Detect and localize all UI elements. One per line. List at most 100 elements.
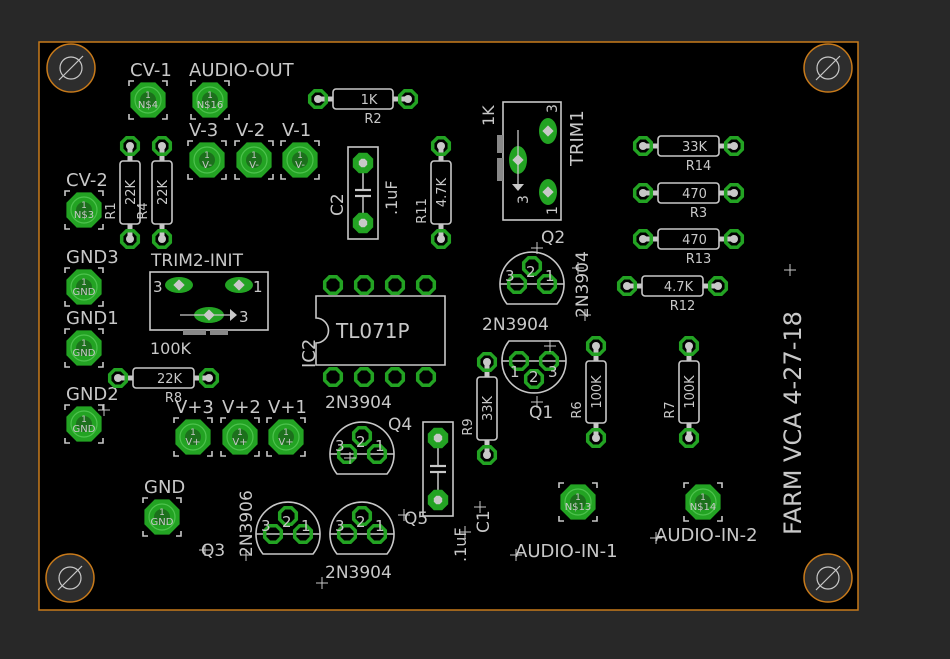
svg-text:3: 3 [335, 517, 345, 535]
pad [307, 88, 329, 110]
mount-hole-tr [803, 43, 853, 93]
origin-cross-icon [510, 549, 522, 561]
resistor-value: 4.7K [435, 177, 450, 207]
connector-net-label: GND [151, 517, 174, 528]
diameter-icon [58, 566, 82, 590]
trim2-pin-b-label: 1 [253, 278, 263, 296]
svg-text:3: 3 [335, 437, 345, 455]
resistor-ref: R4 [136, 202, 151, 219]
resistor-body [641, 275, 704, 297]
trim1-potentiometer[interactable]: 3 3 1 TRIM1 1K [479, 101, 588, 221]
capacitor-c2[interactable]: C2.1uF [328, 146, 401, 240]
resistor-r4[interactable]: 22K R4 [136, 135, 173, 250]
connector-pin-number: 1 [700, 493, 706, 503]
connector-label: CV-1 [130, 60, 172, 81]
resistor-value: 22K [156, 179, 171, 205]
connector-vp1[interactable]: 1V+V+1 [266, 397, 307, 457]
pad [632, 135, 654, 157]
origin-cross-icon [98, 404, 110, 416]
svg-text:2: 2 [356, 433, 366, 451]
connector-pin-number: 1 [159, 508, 165, 518]
connector-v3[interactable]: 1V-V-3 [187, 120, 227, 180]
ic-body-outline [315, 295, 446, 366]
ic-pin [384, 274, 406, 296]
pad [198, 367, 220, 389]
resistor-body [585, 360, 607, 424]
connector-label: V-3 [189, 120, 218, 141]
connector-v2[interactable]: 1V-V-2 [234, 120, 274, 180]
pad [536, 273, 558, 295]
pad [616, 275, 638, 297]
pad [262, 523, 284, 545]
connector-cv1[interactable]: 1N$4CV-1 [128, 60, 172, 120]
board-title: FARM VCA 4-27-18 [779, 311, 807, 535]
trim2-init-potentiometer[interactable]: TRIM2-INIT 3 1 3 100K [149, 251, 269, 358]
pad [508, 350, 530, 372]
resistor-ref: R9 [461, 418, 476, 435]
connector-pin-number: 1 [81, 201, 87, 211]
svg-text:3: 3 [548, 363, 558, 381]
trim2-value-label: 100K [150, 339, 192, 358]
origin-cross-icon [398, 509, 410, 521]
pad [723, 228, 745, 250]
connector-net-label: N$14 [690, 502, 717, 513]
transistor-ref: Q2 [541, 228, 565, 248]
pad [707, 275, 729, 297]
resistor-body [476, 376, 498, 441]
pad [430, 135, 452, 157]
resistor-ref: R7 [663, 401, 678, 418]
ic2-tl071p[interactable]: TL071P IC2 [299, 274, 446, 388]
diameter-icon [816, 56, 840, 80]
trim1-pin-wiper-label: 3 [516, 195, 532, 204]
capacitor-value: .1uF [451, 527, 470, 562]
connector-label: GND2 [66, 384, 119, 405]
mount-hole-bl [45, 553, 95, 603]
origin-cross-icon [650, 532, 662, 544]
pad [523, 368, 545, 390]
transistor-ref: Q1 [529, 403, 553, 423]
connector-vp2[interactable]: 1V+V+2 [220, 397, 261, 457]
pad [521, 255, 543, 277]
connector-cv2[interactable]: 1N$3CV-2 [64, 170, 108, 230]
connector-v1[interactable]: 1V-V-1 [280, 120, 320, 180]
connector-net-label: V- [295, 160, 305, 171]
resistor-ref: R13 [686, 252, 712, 267]
transistor-part: 2N3906 [237, 490, 257, 557]
transistor-part: 2N3904 [325, 393, 392, 413]
origin-cross-icon [199, 544, 211, 556]
ic-pin [353, 274, 375, 296]
connector-net-label: N$4 [138, 100, 158, 111]
pad [151, 228, 173, 250]
connector-vp3[interactable]: 1V+V+3 [173, 397, 214, 457]
origin-cross-icon [784, 264, 796, 276]
connector-net-label: GND [73, 287, 96, 298]
trim1-ref-label: TRIM1 [567, 110, 588, 167]
connector-label: V-1 [282, 120, 311, 141]
svg-text:3: 3 [505, 267, 515, 285]
resistor-value: 470 [682, 187, 707, 202]
pad [366, 523, 388, 545]
resistor-body [678, 360, 700, 424]
